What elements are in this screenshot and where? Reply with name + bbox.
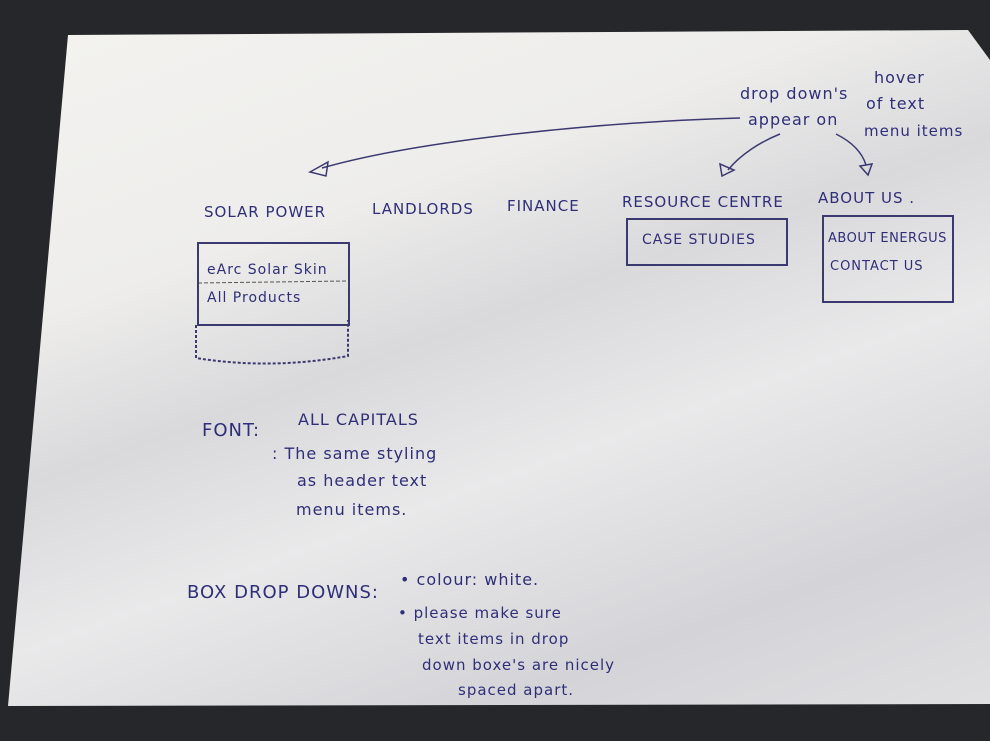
dropdown-item-contact-us[interactable]: CONTACT US [830,259,924,274]
nav-solar-power[interactable]: SOLAR POWER [204,203,327,221]
annotation-line: menu items [864,122,964,140]
box-note-line: • please make sure [398,604,562,622]
dropdown-item-case-studies[interactable]: CASE STUDIES [642,232,756,248]
arrowhead-icon [858,163,874,177]
font-note-label: FONT: [202,420,261,441]
dropdown-item-all-products[interactable]: All Products [207,290,302,306]
resource-centre-dropdown: CASE STUDIES [626,218,788,266]
box-note-line: spaced apart. [458,681,575,699]
arrow-to-about-us [835,133,867,166]
arrow-to-solar-power [321,117,741,169]
box-note-line: down boxe's are nicely [422,656,616,674]
arrow-to-resource-centre [727,133,781,171]
dropdown-divider [197,280,348,284]
annotation-line: of text [866,94,926,113]
annotation-line: appear on [748,110,839,129]
annotation-line: hover [874,68,925,87]
annotation-line: drop down's [740,84,849,103]
font-note-line: as header text [297,471,428,490]
about-us-dropdown: ABOUT ENERGUS CONTACT US [822,215,954,303]
solar-power-dropdown: eArc Solar Skin All Products [197,242,350,326]
box-note-line: • colour: white. [400,570,540,589]
scribble-area [195,320,349,365]
nav-finance[interactable]: FINANCE [507,197,580,215]
dropdown-item-about-energus[interactable]: ABOUT ENERGUS [828,231,947,246]
font-note-line: ALL CAPITALS [298,410,419,429]
box-note-line: text items in drop [418,630,570,648]
box-note-label: BOX DROP DOWNS: [187,582,379,603]
font-note-line: : The same styling [272,444,438,463]
arrowhead-icon [719,162,736,178]
nav-about-us[interactable]: ABOUT US . [818,189,916,207]
nav-resource-centre[interactable]: RESOURCE CENTRE [622,193,784,211]
nav-landlords[interactable]: LANDLORDS [372,200,474,218]
font-note-line: menu items. [296,500,408,519]
arrowhead-icon [307,160,329,177]
dropdown-item-earc-solar-skin[interactable]: eArc Solar Skin [207,262,328,278]
